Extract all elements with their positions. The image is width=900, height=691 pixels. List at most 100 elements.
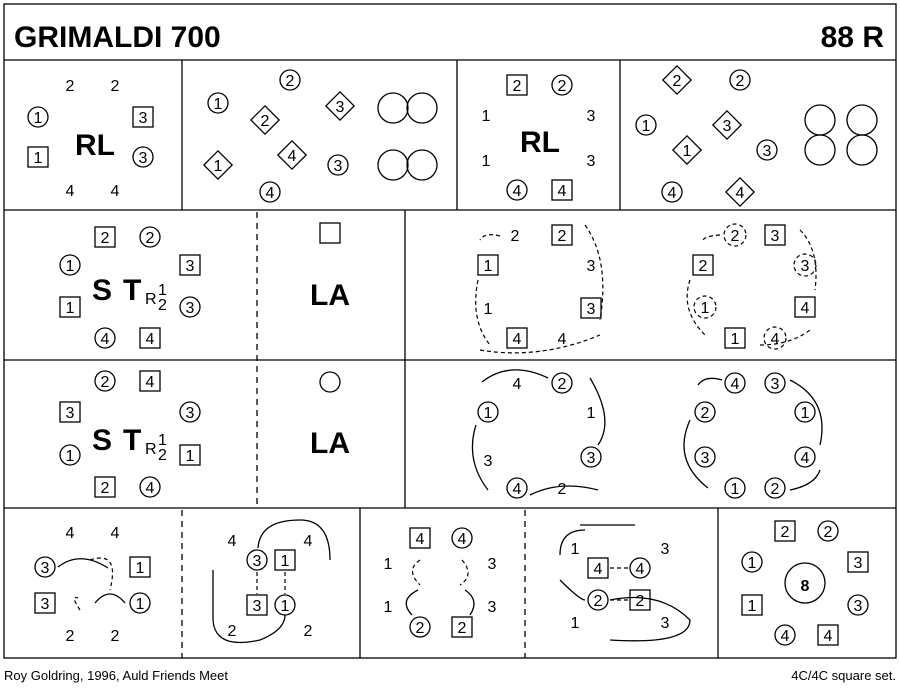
dancer-number: 1: [731, 331, 740, 348]
dancer-number: 4: [558, 331, 567, 348]
man-dancer: 4: [506, 179, 528, 201]
dancer-number: 2: [771, 481, 780, 498]
dancer-number: 4: [801, 300, 810, 317]
man-dancer: 3: [34, 556, 56, 578]
circle-icon: [756, 139, 778, 161]
man-dancer: 2: [694, 401, 716, 423]
dancer-number: 2: [458, 620, 467, 637]
dancer-number: 3: [587, 450, 596, 467]
dancer-number: 3: [587, 153, 596, 170]
woman-dancer: 3: [246, 594, 268, 616]
dancer-number: 2: [594, 593, 603, 610]
circle-icon: [764, 477, 786, 499]
dancer-number: 1: [34, 110, 43, 127]
dancer-number: 1: [482, 108, 491, 125]
dancer-number: 2: [66, 628, 75, 645]
circle-icon: [139, 226, 161, 248]
man-dancer: 3: [694, 446, 716, 468]
man-dancer: 2: [551, 74, 573, 96]
dancer-number: 3: [186, 258, 195, 275]
dashed-circle-icon: [763, 326, 787, 350]
man-dancer: 3: [246, 549, 268, 571]
square-icon: [132, 106, 154, 128]
man-dancer: 2: [279, 69, 301, 91]
dancer-number: 4: [416, 531, 425, 548]
dancer-number: 3: [334, 158, 343, 175]
woman-dancer: 4: [139, 370, 161, 392]
woman-dancer: 3: [764, 224, 786, 246]
woman-dancer: 1: [741, 594, 763, 616]
dancer-number: 3: [186, 300, 195, 317]
position-number: 2: [111, 628, 120, 645]
dancer-diamond: 2: [249, 104, 281, 136]
dancer-number: 1: [587, 405, 596, 422]
dancer-number: 2: [111, 78, 120, 95]
man-dancer: 4: [774, 624, 796, 646]
bar-count: 88 R: [821, 21, 885, 54]
man-dancer: 1: [741, 551, 763, 573]
dancer-number: 1: [571, 615, 580, 632]
square-icon: [129, 556, 151, 578]
dancer-number: 4: [101, 331, 110, 348]
man-dancer: 1: [724, 477, 746, 499]
square-icon: [94, 226, 116, 248]
dancer-number: 2: [736, 73, 745, 90]
set-label: S: [92, 274, 112, 307]
dancer-number: 1: [66, 300, 75, 317]
dancer-number: 2: [261, 113, 270, 130]
woman-dancer: 4: [139, 327, 161, 349]
woman-dancer: 1: [129, 556, 151, 578]
dashed-circle-icon: [793, 253, 817, 277]
position-number: 1: [384, 599, 393, 616]
woman-dancer: 3: [132, 106, 154, 128]
circle-icon: [774, 624, 796, 646]
set-turn-caption-1: S T R 1 2: [92, 274, 167, 314]
square-icon: [551, 179, 573, 201]
square-icon: [764, 224, 786, 246]
dancer-number: 1: [748, 598, 757, 615]
dancer-number: 3: [763, 143, 772, 160]
woman-dancer: 2: [551, 224, 573, 246]
dancer-number: 3: [139, 150, 148, 167]
woman-dancer: 1: [477, 254, 499, 276]
dashed-circle-icon: [693, 295, 717, 319]
woman-dancer: 4: [506, 327, 528, 349]
man-dancer: 1: [635, 114, 657, 136]
dancer-number: 4: [594, 561, 603, 578]
caption-eight: 8: [801, 578, 810, 595]
circle-icon: [551, 372, 573, 394]
man-dancer: 1: [207, 92, 229, 114]
dancer-number: 4: [266, 185, 275, 202]
position-number: 4: [558, 331, 567, 348]
circle-icon: [132, 146, 154, 168]
dancer-number: 4: [146, 374, 155, 391]
dancer-number: 3: [186, 405, 195, 422]
dancer-number: 2: [699, 258, 708, 275]
circle-icon: [694, 446, 716, 468]
position-number: 4: [66, 525, 75, 542]
man-dancer: 1: [274, 594, 296, 616]
position-number: 3: [587, 153, 596, 170]
dashed-paths-men: [475, 224, 817, 354]
position-number: 1: [384, 556, 393, 573]
man-dancer: 4: [724, 372, 746, 394]
man-dancer: 3: [179, 296, 201, 318]
right-hand-label: R: [145, 441, 157, 458]
man-dancer: 2: [587, 589, 609, 611]
dancer-number: 3: [336, 99, 345, 116]
dancer-number: 3: [854, 555, 863, 572]
dancer-number: 2: [701, 405, 710, 422]
position-number: 3: [661, 541, 670, 558]
woman-dancer: 4: [817, 624, 839, 646]
position-number: 3: [484, 453, 493, 470]
woman-dancer: 2: [451, 616, 473, 638]
square-icon: [451, 616, 473, 638]
dancer-number: 1: [482, 153, 491, 170]
circle-icon: [794, 446, 816, 468]
circle-icon: [59, 444, 81, 466]
